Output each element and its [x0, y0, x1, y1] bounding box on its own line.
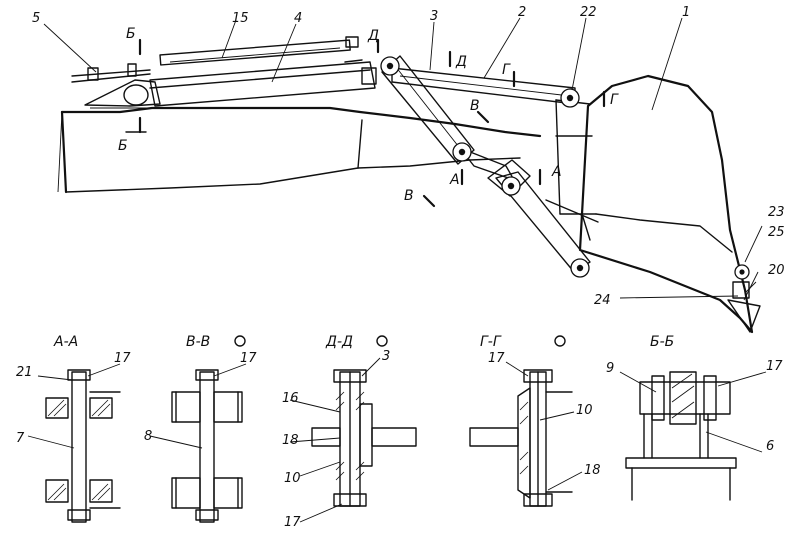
section-title-v-v: В-В	[186, 334, 210, 350]
callout-leaders	[43, 17, 763, 301]
cut-mark-d-left: Д	[367, 28, 379, 44]
label-g-g-18: 18	[584, 463, 601, 478]
label-b-b-9: 9	[606, 361, 614, 376]
label-a-a-17: 17	[114, 351, 131, 366]
callout-23: 23	[768, 205, 785, 220]
hydraulic-line	[71, 63, 151, 83]
rotation-mark-d-d	[376, 335, 388, 347]
callout-4: 4	[294, 11, 302, 26]
label-d-d-18: 18	[282, 433, 299, 448]
rotation-mark-g-g	[554, 335, 566, 347]
label-a-a-21: 21	[16, 365, 33, 380]
label-g-g-17: 17	[488, 351, 505, 366]
callout-20: 20	[768, 263, 785, 278]
label-d-d-10: 10	[284, 471, 301, 486]
hatching-b-b	[671, 373, 695, 419]
label-d-d-17: 17	[284, 515, 301, 530]
main-assembly-view: Б Б Д Д Г Г В В А А	[32, 5, 785, 334]
section-title-g-g: Г-Г	[480, 334, 502, 350]
label-d-d-16: 16	[282, 391, 299, 406]
label-b-b-17: 17	[766, 359, 783, 374]
rear-mount	[84, 79, 161, 109]
callout-3: 3	[430, 9, 438, 24]
hatching-d-d	[335, 391, 365, 481]
callout-numbers: 5 15 4 3 2 22 1 23 25 20 24	[32, 5, 785, 308]
bucket	[545, 74, 761, 334]
cut-mark-g-right: Г	[610, 92, 619, 108]
pivot-pins	[380, 56, 750, 299]
cut-mark-v-top: В	[470, 98, 480, 114]
pivot-pin-middle	[452, 142, 472, 162]
callout-24: 24	[594, 293, 611, 308]
callout-22: 22	[580, 5, 597, 20]
hatching-g-g	[519, 401, 529, 475]
label-v-v-8: 8	[144, 429, 152, 444]
section-cut-marks: Б Б Д Д Г Г В В А А	[118, 26, 619, 208]
pivot-pin-bucket	[570, 258, 590, 278]
section-d-d: Д-Д 3 16 18 10 17	[282, 334, 417, 530]
callout-25: 25	[768, 225, 785, 240]
section-title-a-a: А-А	[53, 334, 78, 350]
rotation-mark-v-v	[234, 335, 246, 347]
label-d-d-3: 3	[382, 349, 390, 364]
pivot-pin-upper	[380, 56, 400, 76]
section-v-v: В-В 17 8	[144, 334, 257, 523]
upper-beam	[391, 67, 576, 105]
label-v-v-17: 17	[240, 351, 257, 366]
callout-2: 2	[518, 5, 526, 20]
callout-15: 15	[232, 11, 249, 26]
cut-mark-g-left: Г	[502, 62, 511, 78]
label-g-g-10: 10	[576, 403, 593, 418]
hatching-a-a	[47, 399, 111, 501]
section-b-b: Б-Б 9 17 6	[606, 334, 783, 501]
callout-5: 5	[32, 11, 40, 26]
cut-mark-b-top: Б	[126, 26, 136, 42]
cut-mark-d-right: Д	[455, 54, 467, 70]
callout-1: 1	[682, 5, 690, 20]
base-frame	[57, 106, 542, 194]
label-a-a-7: 7	[16, 431, 25, 446]
cut-mark-a-left: А	[449, 172, 460, 188]
label-b-b-6: 6	[766, 439, 774, 454]
cut-mark-a-right: А	[551, 164, 562, 180]
pivot-pin-tooth	[732, 264, 750, 299]
section-a-a: А-А 21 17 7	[16, 334, 131, 523]
hydraulic-cylinder	[149, 36, 377, 107]
cut-mark-b-bottom: Б	[118, 138, 128, 154]
pivot-pin-lower	[501, 176, 521, 196]
section-title-b-b: Б-Б	[650, 334, 674, 350]
pivot-pin-22	[560, 88, 580, 108]
section-g-g: Г-Г 17 10 18	[469, 334, 601, 507]
section-title-d-d: Д-Д	[325, 334, 353, 350]
cut-mark-v-bottom: В	[404, 188, 414, 204]
